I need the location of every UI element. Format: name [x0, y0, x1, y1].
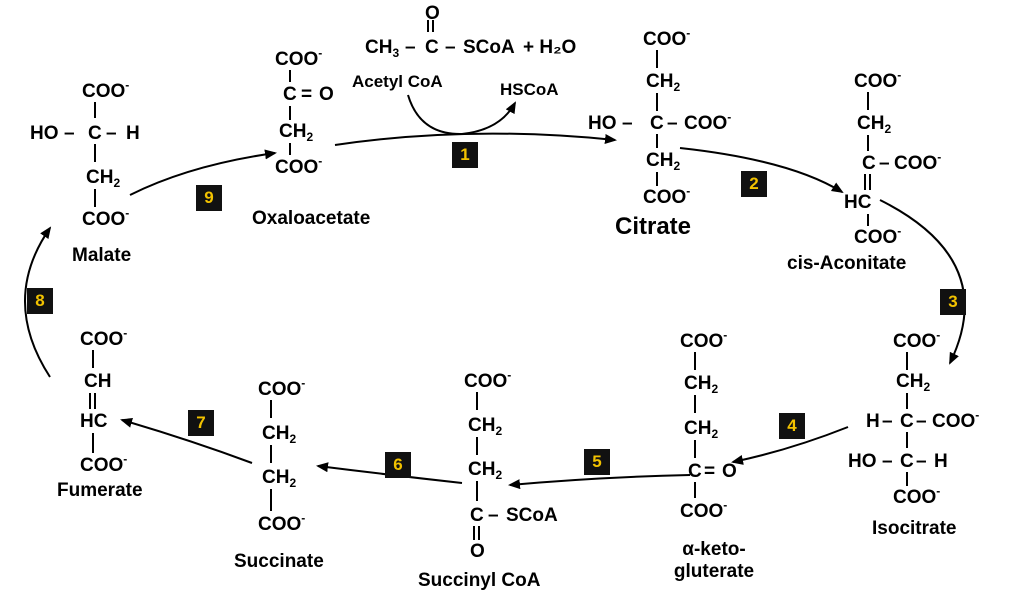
step-4-badge: 4: [779, 413, 805, 439]
step-8-badge: 8: [27, 288, 53, 314]
arrow-acetyl-coa-in: [407, 94, 516, 136]
citrate-label: Citrate: [615, 213, 692, 240]
oxaloacetate-structure: COO- C = O CH2 COO-: [275, 46, 334, 178]
acetyl-coa-label: Acetyl CoA: [352, 72, 443, 91]
step-1-badge: 1: [452, 142, 478, 168]
step-3-badge: 3: [940, 289, 966, 315]
alpha-ketoglutarate-structure: COO- CH2 CH2 C = O COO-: [680, 328, 737, 522]
arrow-step-3: [879, 199, 966, 365]
arrow-step-9: [129, 149, 277, 196]
arrow-step-8: [24, 226, 52, 378]
succinyl-coa-label: Succinyl CoA: [418, 570, 541, 591]
water-reagent: + H₂O: [523, 37, 577, 58]
carboxylate-group: COO-: [275, 46, 323, 70]
isocitrate-label: Isocitrate: [872, 518, 957, 539]
step-9-badge: 9: [196, 185, 222, 211]
isocitrate-structure: COO- CH2 H – C – COO- HO – C – H COO-: [848, 328, 980, 508]
alpha-ketoglutarate-label: α-keto- gluterate: [673, 539, 755, 582]
step-7-badge: 7: [188, 410, 214, 436]
arrow-step-1: [334, 132, 617, 146]
fumerate-structure: COO- CH HC COO-: [80, 326, 128, 476]
fumerate-label: Fumerate: [57, 480, 143, 501]
citrate-structure: COO- CH2 HO – C – COO- CH2 COO-: [588, 26, 732, 208]
oxaloacetate-label: Oxaloacetate: [252, 208, 371, 229]
thioester-group: SCoA: [463, 37, 515, 58]
succinate-label: Succinate: [234, 551, 324, 572]
arrow-step-4: [731, 426, 849, 465]
step-2-badge: 2: [741, 171, 767, 197]
succinyl-coa-structure: COO- CH2 CH2 C – SCoA O: [464, 368, 558, 562]
arrow-step-2: [679, 147, 844, 194]
step-6-badge: 6: [385, 452, 411, 478]
hydroxyl-group: HO: [588, 113, 617, 134]
hscoa-label: HSCoA: [500, 80, 559, 99]
succinate-structure: COO- CH2 CH2 COO-: [258, 376, 306, 535]
methylene-group: CH2: [279, 121, 314, 144]
step-5-badge: 5: [584, 449, 610, 475]
carbonyl-oxygen: O: [425, 3, 440, 24]
malate-label: Malate: [72, 245, 132, 266]
methyl-group: CH3: [365, 37, 400, 60]
cis-aconitate-label: cis-Aconitate: [787, 253, 907, 274]
arrow-step-7: [120, 418, 253, 464]
arrow-step-5: [508, 474, 691, 490]
cis-aconitate-structure: COO- CH2 C – COO- HC COO-: [844, 68, 942, 248]
acetyl-coa-structure: O CH3 – C – SCoA + H₂O: [365, 3, 577, 60]
malate-structure: COO- HO – C – H CH2 COO-: [30, 78, 140, 230]
